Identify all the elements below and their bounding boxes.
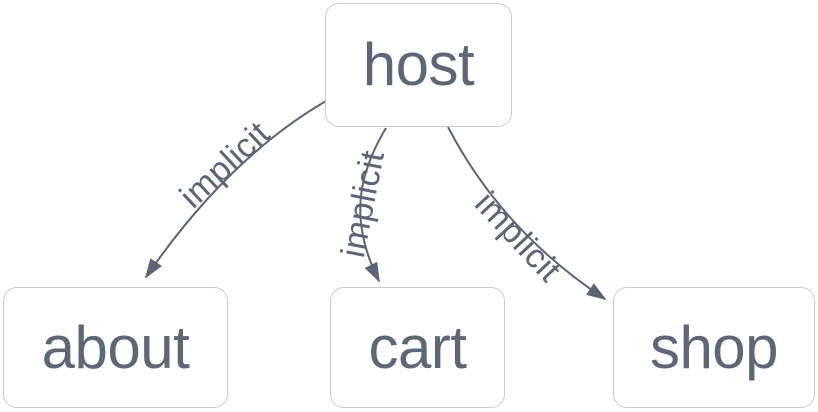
edge-label-host-cart: implicit [334, 147, 392, 260]
node-about: about [3, 287, 228, 408]
edge-label-host-about: implicit [173, 114, 278, 215]
node-cart-label: cart [368, 313, 467, 381]
node-about-label: about [41, 313, 190, 381]
node-host: host [325, 3, 512, 127]
node-shop-label: shop [649, 313, 779, 381]
node-cart: cart [330, 287, 505, 408]
edge-host-cart [359, 127, 387, 283]
edge-host-shop [447, 126, 607, 301]
edge-label-host-shop: implicit [467, 185, 568, 290]
node-shop: shop [613, 287, 815, 408]
node-host-label: host [362, 31, 475, 98]
edge-host-about [144, 100, 327, 279]
